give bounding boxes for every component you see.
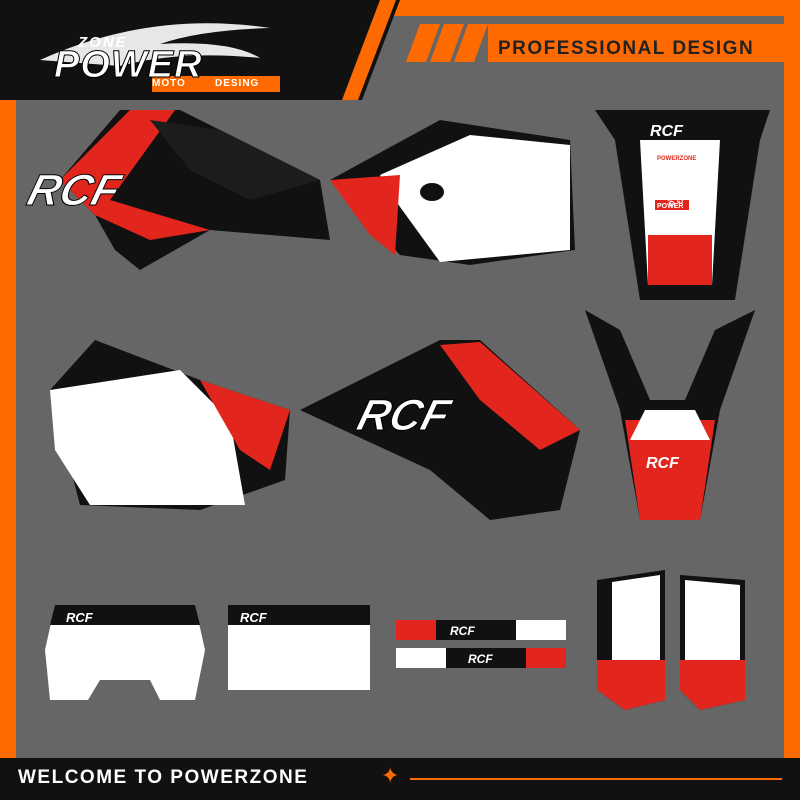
swingarm-decal: RCF RCF — [396, 620, 566, 668]
header-divider — [342, 0, 396, 100]
power-racing-label-left: POWER RACING — [646, 145, 677, 209]
svg-text:POWER: POWER — [657, 203, 683, 210]
fork-guard-decal — [597, 570, 745, 710]
left-side-panel-decal — [330, 120, 575, 265]
brand-sub-band — [152, 76, 280, 92]
welcome-text: WELCOME TO POWERZONE — [18, 767, 309, 788]
brand-zone-text: ZONE — [78, 34, 128, 51]
rcf-label: RCF — [22, 166, 127, 215]
svg-text:RCF: RCF — [66, 610, 94, 625]
front-number-plate-decal: RCF — [45, 605, 205, 700]
left-shroud-decal: RCF — [22, 110, 330, 270]
svg-text:RCF: RCF — [240, 610, 268, 625]
svg-text:RCF: RCF — [646, 455, 680, 472]
tagline: PROFESSIONAL DESIGN — [498, 38, 755, 59]
stripe-icon — [454, 24, 488, 62]
rear-fender-decal: RCF POWER — [595, 110, 770, 300]
stripe-icon — [430, 24, 464, 62]
right-side-panel-decal — [50, 340, 290, 510]
side-number-plate-decal: RCF — [228, 605, 370, 690]
powerzone-logo: ZONE POWER — [20, 14, 290, 92]
right-shroud-decal: RCF — [300, 340, 580, 520]
logo-swoosh-icon — [40, 23, 270, 66]
svg-text:RCF: RCF — [650, 123, 684, 140]
brand-desing-text: DESING — [215, 78, 260, 89]
sponsor-powerzone-label: POWERZONE — [657, 156, 697, 162]
brand-moto-text: MOTO — [152, 78, 186, 89]
power-racing-label-right: POWER RACING — [674, 141, 705, 206]
rcf-label: RCF — [352, 391, 457, 440]
front-fender-decal: RCF — [585, 310, 755, 520]
svg-text:RCF: RCF — [450, 624, 475, 638]
tagline-band — [488, 24, 784, 62]
sparkle-icon: ✦ — [381, 764, 400, 789]
brand-power-text: POWER — [54, 44, 203, 87]
svg-text:RCF: RCF — [468, 652, 493, 666]
bolt-hole-icon — [420, 183, 444, 201]
stripe-icon — [406, 24, 440, 62]
